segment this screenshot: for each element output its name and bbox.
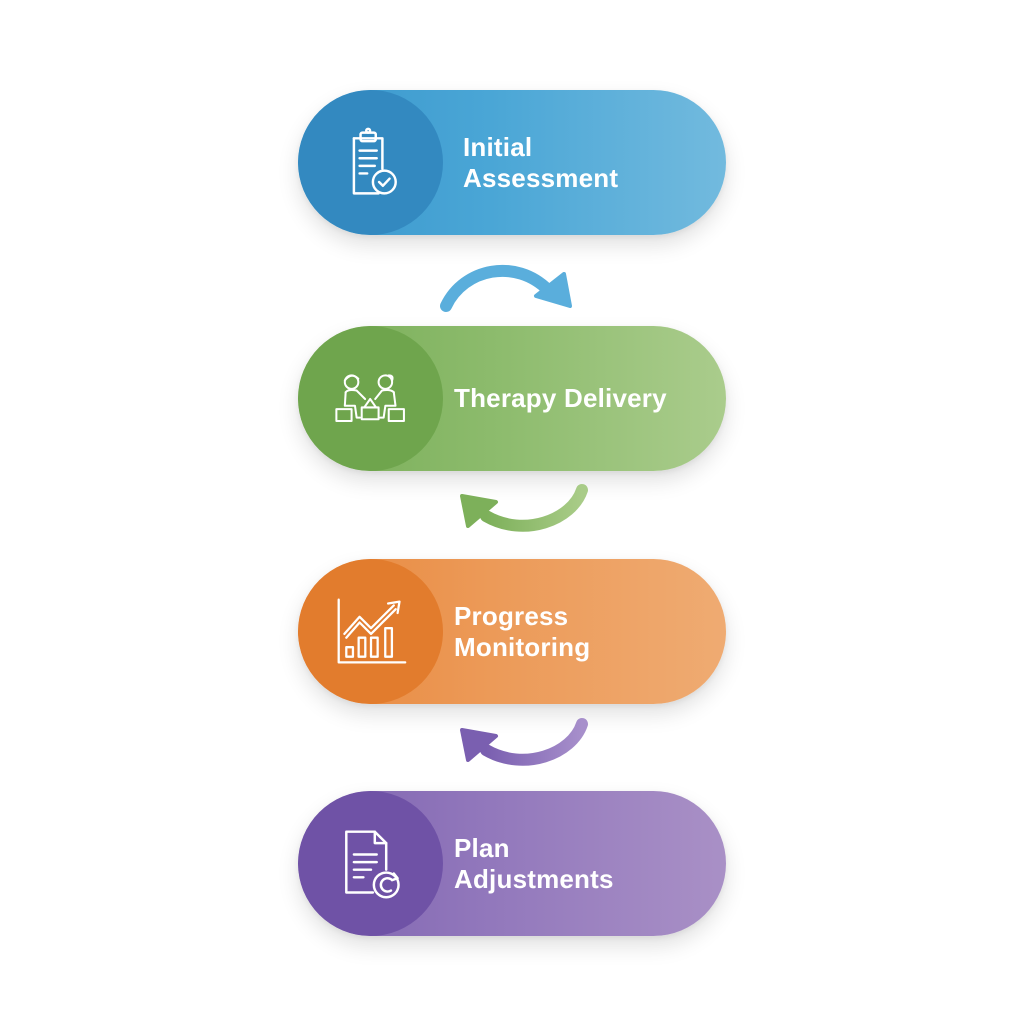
flow-arrow-2 [454, 480, 594, 540]
clipboard-check-icon [352, 127, 397, 195]
flow-arrow-1 [436, 258, 576, 318]
children-playing-blocks-icon [334, 373, 405, 422]
step-label: Therapy Delivery [454, 326, 667, 471]
curved-arrow-left-icon [460, 484, 588, 532]
step-icon-circle [298, 90, 443, 235]
step-label-line2: Monitoring [454, 631, 591, 662]
step-label: Initial Assessment [463, 90, 618, 235]
step-initial-assessment: Initial Assessment [298, 90, 726, 235]
step-label-line1: Therapy Delivery [454, 383, 667, 413]
step-label-line1: Plan [454, 832, 510, 863]
flow-arrow-3 [454, 714, 594, 774]
step-plan-adjustments: Plan Adjustments [298, 791, 726, 936]
step-label-line1: Initial [463, 131, 533, 162]
step-icon-circle [298, 559, 443, 704]
step-label: Progress Monitoring [454, 559, 590, 704]
step-label-line2: Adjustments [454, 863, 614, 894]
step-label-line2: Assessment [463, 162, 619, 193]
step-icon-circle [298, 791, 443, 936]
step-label: Plan Adjustments [454, 791, 614, 936]
growth-chart-icon [337, 598, 406, 664]
document-refresh-icon [344, 829, 400, 898]
step-icon-circle [298, 326, 443, 471]
step-progress-monitoring: Progress Monitoring [298, 559, 726, 704]
curved-arrow-left-icon [460, 718, 588, 766]
step-therapy-delivery: Therapy Delivery [298, 326, 726, 471]
step-label-line1: Progress [454, 600, 569, 631]
curved-arrow-right-icon [440, 264, 572, 312]
